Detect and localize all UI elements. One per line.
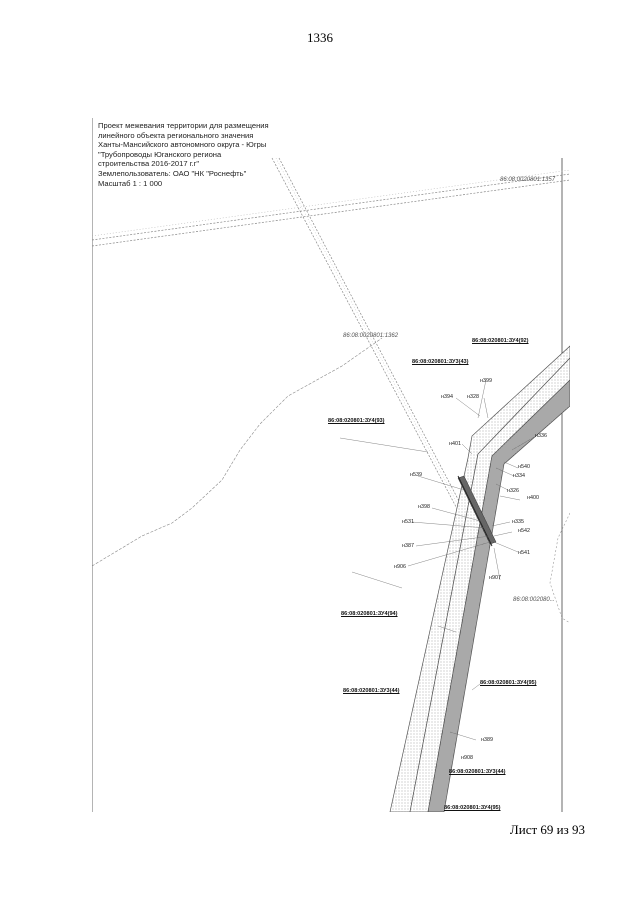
pipeline-corridor-shaded [427, 379, 570, 812]
survey-map [92, 118, 570, 812]
point-label: н401 [449, 441, 461, 447]
point-label: н539 [410, 472, 422, 478]
road-edge-3 [92, 169, 570, 237]
plot-label: 86:08:020801:ЗУ4(94) [341, 611, 398, 617]
point-label: н336 [535, 433, 547, 439]
point-label: н540 [518, 464, 530, 470]
legend-line-2: линейного объекта регионального значения [98, 130, 254, 140]
point-label: н394 [441, 394, 453, 400]
legend-line-4: "Трубопроводы Юганского региона [98, 149, 222, 159]
legend-line-6: Землепользователь: ОАО "НК "Роснефть" [98, 168, 247, 178]
leader-lines [339, 379, 537, 741]
plot-label: 86:08:020801:ЗУ4(95) [480, 680, 537, 686]
plot-label: 86:08:020801:ЗУ3(44) [343, 688, 400, 694]
parcel-boundary-right [549, 512, 570, 624]
plot-label: 86:08:020801:ЗУ4(92) [472, 338, 529, 344]
point-label: н906 [394, 564, 406, 570]
point-label: н542 [518, 528, 530, 534]
diagonal-corridor-edge-2 [278, 157, 471, 523]
point-label: н328 [467, 394, 479, 400]
point-label: н531 [402, 519, 414, 525]
plot-label: 86:08:020801:ЗУ4(93) [328, 418, 385, 424]
map-drawing [92, 118, 570, 812]
legend-line-1: Проект межевания территории для размещен… [98, 121, 269, 130]
point-label: н326 [507, 488, 519, 494]
cadastral-label-right: 86:08:002080... [513, 597, 555, 603]
cadastral-label-upper: 86:08:0020801:1362 [343, 333, 399, 339]
sheet-counter: Лист 69 из 93 [509, 822, 585, 837]
diagonal-corridor-center [275, 157, 468, 523]
point-label: н541 [518, 550, 530, 556]
point-label: н334 [513, 473, 525, 479]
plot-label: 86:08:020801:ЗУ3(43) [412, 359, 469, 365]
page-number: 1336 [307, 30, 333, 45]
plot-label: 86:08:020801:ЗУ4(95) [444, 805, 501, 811]
legend-scale: Масштаб 1 : 1 000 [98, 178, 163, 188]
road-edge-1 [92, 179, 570, 247]
map-legend: Проект межевания территории для размещен… [98, 121, 269, 188]
pipeline-corridor-inner [409, 357, 570, 812]
point-label: н398 [418, 504, 430, 510]
point-label: н400 [527, 495, 539, 501]
point-label: н908 [461, 755, 473, 761]
cadastral-label-top-right: 86:08:0020801:1357 [500, 177, 556, 183]
diagonal-corridor-edge-1 [271, 157, 465, 523]
point-label: н387 [402, 543, 414, 549]
legend-line-3: Ханты-Мансийского автономного округа - Ю… [98, 140, 267, 150]
point-label: н907 [489, 575, 501, 581]
point-label: н335 [512, 519, 524, 525]
parcel-boundary-left [92, 337, 383, 567]
plot-sliver [457, 475, 497, 545]
point-label: н389 [481, 737, 493, 743]
plot-label: 86:08:020801:ЗУ3(44) [449, 769, 506, 775]
legend-line-5: строительства 2016-2017 г.г" [98, 159, 200, 169]
plot-sliver-edge [457, 475, 493, 547]
point-label: н399 [480, 378, 492, 384]
